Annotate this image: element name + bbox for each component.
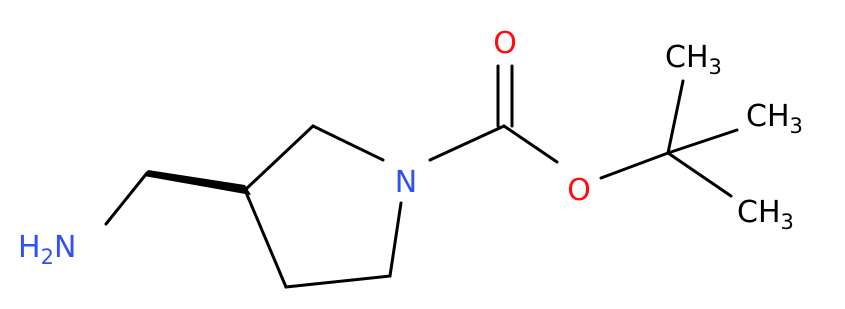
bond-c5-n bbox=[388, 201, 403, 278]
carbamate-bonds bbox=[428, 64, 739, 198]
methyl-top-label: CH3 bbox=[665, 40, 722, 79]
bond-c2-c3 bbox=[243, 124, 315, 192]
methyl-top-ch: CH bbox=[665, 40, 709, 75]
ester-oxygen-label: O bbox=[567, 173, 591, 208]
bond-c3-c4 bbox=[243, 188, 288, 289]
bond-n-c-carbonyl bbox=[428, 124, 506, 162]
ring-nitrogen-label: N bbox=[395, 165, 417, 200]
amine-subscript: 2 bbox=[41, 245, 54, 269]
bond-c-o-ester bbox=[502, 124, 559, 164]
methyl-bottom-ch: CH bbox=[737, 195, 781, 230]
pyrrolidine-ring bbox=[243, 124, 403, 289]
methyl-top-subscript: 3 bbox=[709, 55, 722, 79]
bond-c2-n bbox=[311, 124, 385, 162]
amine-label: H2N bbox=[18, 230, 76, 269]
methyl-mid-label: CH3 bbox=[746, 99, 803, 138]
methyl-bottom-label: CH3 bbox=[737, 195, 794, 234]
bond-c-ch3-mid bbox=[666, 128, 739, 155]
wedge-bond-c3-ch2 bbox=[144, 170, 251, 195]
bond-c4-c5 bbox=[284, 274, 392, 289]
carbonyl-oxygen-label: O bbox=[493, 26, 517, 61]
bond-ch2-nh2 bbox=[104, 171, 149, 226]
bond-c-ch3-bottom bbox=[666, 151, 733, 198]
methyl-mid-subscript: 3 bbox=[790, 114, 803, 138]
methyl-mid-ch: CH bbox=[746, 99, 790, 134]
methyl-bottom-subscript: 3 bbox=[781, 210, 794, 234]
bond-o-c-tert bbox=[599, 151, 670, 180]
amine-h: H bbox=[18, 230, 41, 265]
amine-n: N bbox=[54, 230, 76, 265]
bond-c-ch3-top bbox=[666, 79, 685, 155]
